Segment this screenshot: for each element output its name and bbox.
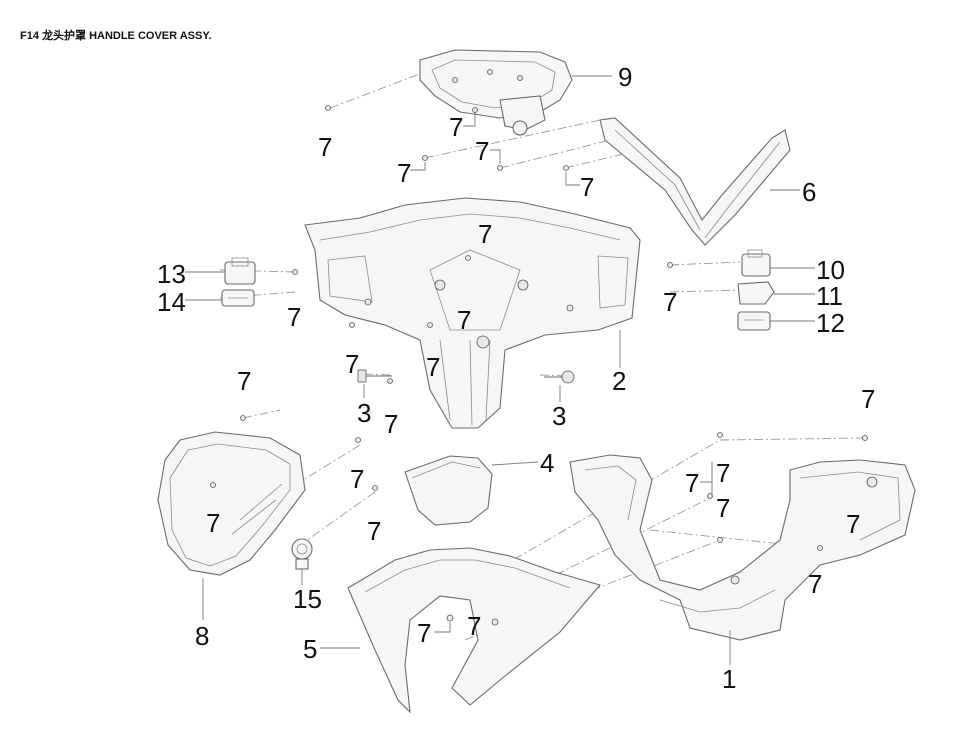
callout-7: 7 xyxy=(861,384,875,414)
part-14-switch xyxy=(221,289,255,307)
callout-3-left: 3 xyxy=(357,398,371,428)
part-15-socket xyxy=(291,538,313,570)
callout-7: 7 xyxy=(237,366,251,396)
callout-7: 7 xyxy=(716,458,730,488)
callout-12: 12 xyxy=(816,308,845,338)
callout-7: 7 xyxy=(478,219,492,249)
callout-8: 8 xyxy=(195,621,209,651)
callouts: 9 6 2 4 1 5 8 13 14 10 11 12 15 3 3 7 7 … xyxy=(157,62,875,694)
leader-lines xyxy=(185,75,815,665)
part-2-front-handle-cover xyxy=(304,197,641,429)
callout-7: 7 xyxy=(345,349,359,379)
callout-7: 7 xyxy=(580,172,594,202)
callout-7: 7 xyxy=(685,468,699,498)
part-1-rear-handle-cover xyxy=(569,454,916,641)
callout-7: 7 xyxy=(663,287,677,317)
callout-7: 7 xyxy=(426,352,440,382)
callout-7: 7 xyxy=(808,569,822,599)
callout-7: 7 xyxy=(467,611,481,641)
callout-7: 7 xyxy=(384,409,398,439)
callout-13: 13 xyxy=(157,259,186,289)
part-3-bolt-right xyxy=(544,370,575,384)
callout-1: 1 xyxy=(722,664,736,694)
callout-9: 9 xyxy=(618,62,632,92)
callout-7: 7 xyxy=(449,112,463,142)
callout-7: 7 xyxy=(846,509,860,539)
callout-7: 7 xyxy=(457,305,471,335)
part-10-switch xyxy=(741,249,771,277)
callout-3-right: 3 xyxy=(552,401,566,431)
part-13-switch xyxy=(224,257,256,285)
callout-15: 15 xyxy=(293,584,322,614)
callout-7: 7 xyxy=(367,516,381,546)
callout-7: 7 xyxy=(287,302,301,332)
part-12-switch xyxy=(737,311,771,331)
part-3-bolt-left xyxy=(357,369,392,383)
callout-14: 14 xyxy=(157,287,186,317)
callout-4: 4 xyxy=(540,448,554,478)
callout-7: 7 xyxy=(397,158,411,188)
callout-5: 5 xyxy=(303,634,317,664)
callout-2: 2 xyxy=(612,366,626,396)
callout-6: 6 xyxy=(802,177,816,207)
callout-7: 7 xyxy=(716,493,730,523)
part-6-upper-trim xyxy=(599,117,791,246)
callout-7: 7 xyxy=(475,136,489,166)
part-9-meter-cover xyxy=(419,49,573,136)
part-11-switch xyxy=(737,281,775,305)
part-5-lower-front-cover xyxy=(347,547,601,714)
part-4-inner-panel xyxy=(404,455,493,526)
callout-7: 7 xyxy=(318,132,332,162)
callout-7: 7 xyxy=(350,464,364,494)
callout-7: 7 xyxy=(206,508,220,538)
screw-markers xyxy=(210,105,868,551)
diagram-title: F14 龙头护罩 HANDLE COVER ASSY. xyxy=(20,30,212,42)
callout-7: 7 xyxy=(417,618,431,648)
callout-11: 11 xyxy=(816,281,843,311)
part-8-headlight xyxy=(157,431,306,576)
callout-10: 10 xyxy=(816,255,845,285)
